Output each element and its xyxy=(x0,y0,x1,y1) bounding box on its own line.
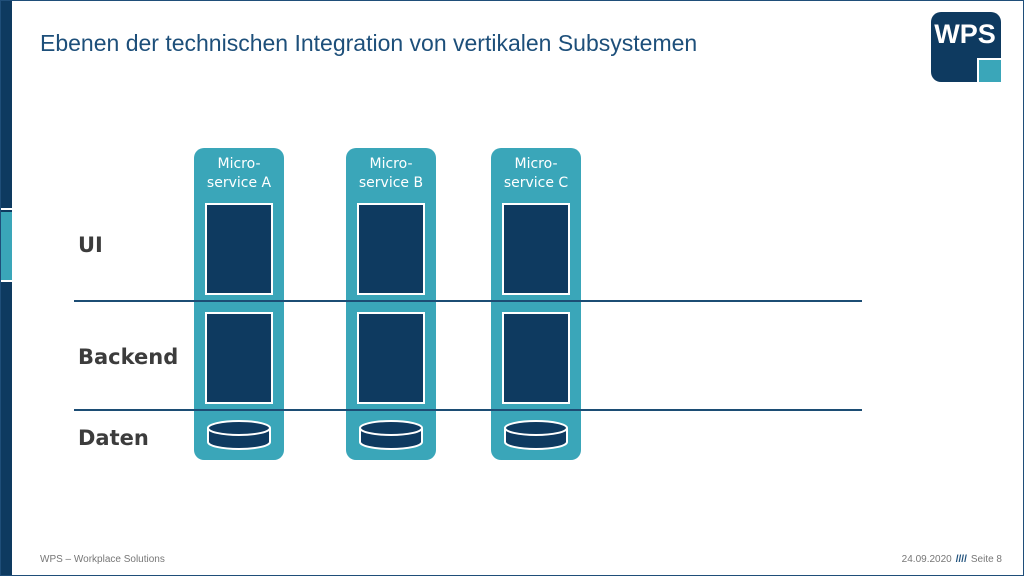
layer-label-ui: UI xyxy=(78,233,103,257)
footer-page-number: Seite 8 xyxy=(970,554,1002,565)
microservice-c-title-line2: service C xyxy=(503,175,569,191)
microservice-a-title-line2: service A xyxy=(206,175,272,191)
microservice-a-backend-box xyxy=(205,312,273,404)
footer-company: WPS – Workplace Solutions xyxy=(40,554,165,565)
microservice-b-backend-box xyxy=(357,312,425,404)
layer-label-daten: Daten xyxy=(78,426,149,450)
left-edge-bar xyxy=(0,0,12,576)
microservice-b-column: Micro- service B xyxy=(346,148,436,460)
microservice-b-title-line1: Micro- xyxy=(369,156,413,172)
microservice-c-backend-box xyxy=(502,312,570,404)
footer-separator: //// xyxy=(955,554,967,565)
layer-divider-ui-backend xyxy=(74,300,862,302)
layer-label-backend: Backend xyxy=(78,345,179,369)
microservice-b-ui-box xyxy=(357,203,425,295)
footer-date: 24.09.2020 xyxy=(901,554,952,565)
microservice-a-title: Micro- service A xyxy=(194,155,284,193)
wps-logo: WPS xyxy=(931,12,1001,82)
footer-info: 24.09.2020////Seite 8 xyxy=(902,554,1002,565)
left-edge-accent xyxy=(0,212,12,280)
microservice-c-title-line1: Micro- xyxy=(514,156,558,172)
microservice-a-database-icon xyxy=(207,420,271,450)
slide-title: Ebenen der technischen Integration von v… xyxy=(40,30,698,56)
microservice-c-ui-box xyxy=(502,203,570,295)
left-edge-gap-top xyxy=(0,208,12,210)
microservice-b-database-icon xyxy=(359,420,423,450)
microservice-c-column: Micro- service C xyxy=(491,148,581,460)
microservice-a-title-line1: Micro- xyxy=(217,156,261,172)
left-edge-gap-bottom xyxy=(0,280,12,282)
microservice-c-title: Micro- service C xyxy=(491,155,581,193)
logo-text: WPS xyxy=(934,19,996,49)
microservice-a-ui-box xyxy=(205,203,273,295)
microservice-b-title-line2: service B xyxy=(358,175,424,191)
microservice-b-title: Micro- service B xyxy=(346,155,436,193)
microservice-c-database-icon xyxy=(504,420,568,450)
layer-divider-backend-daten xyxy=(74,409,862,411)
microservice-a-column: Micro- service A xyxy=(194,148,284,460)
